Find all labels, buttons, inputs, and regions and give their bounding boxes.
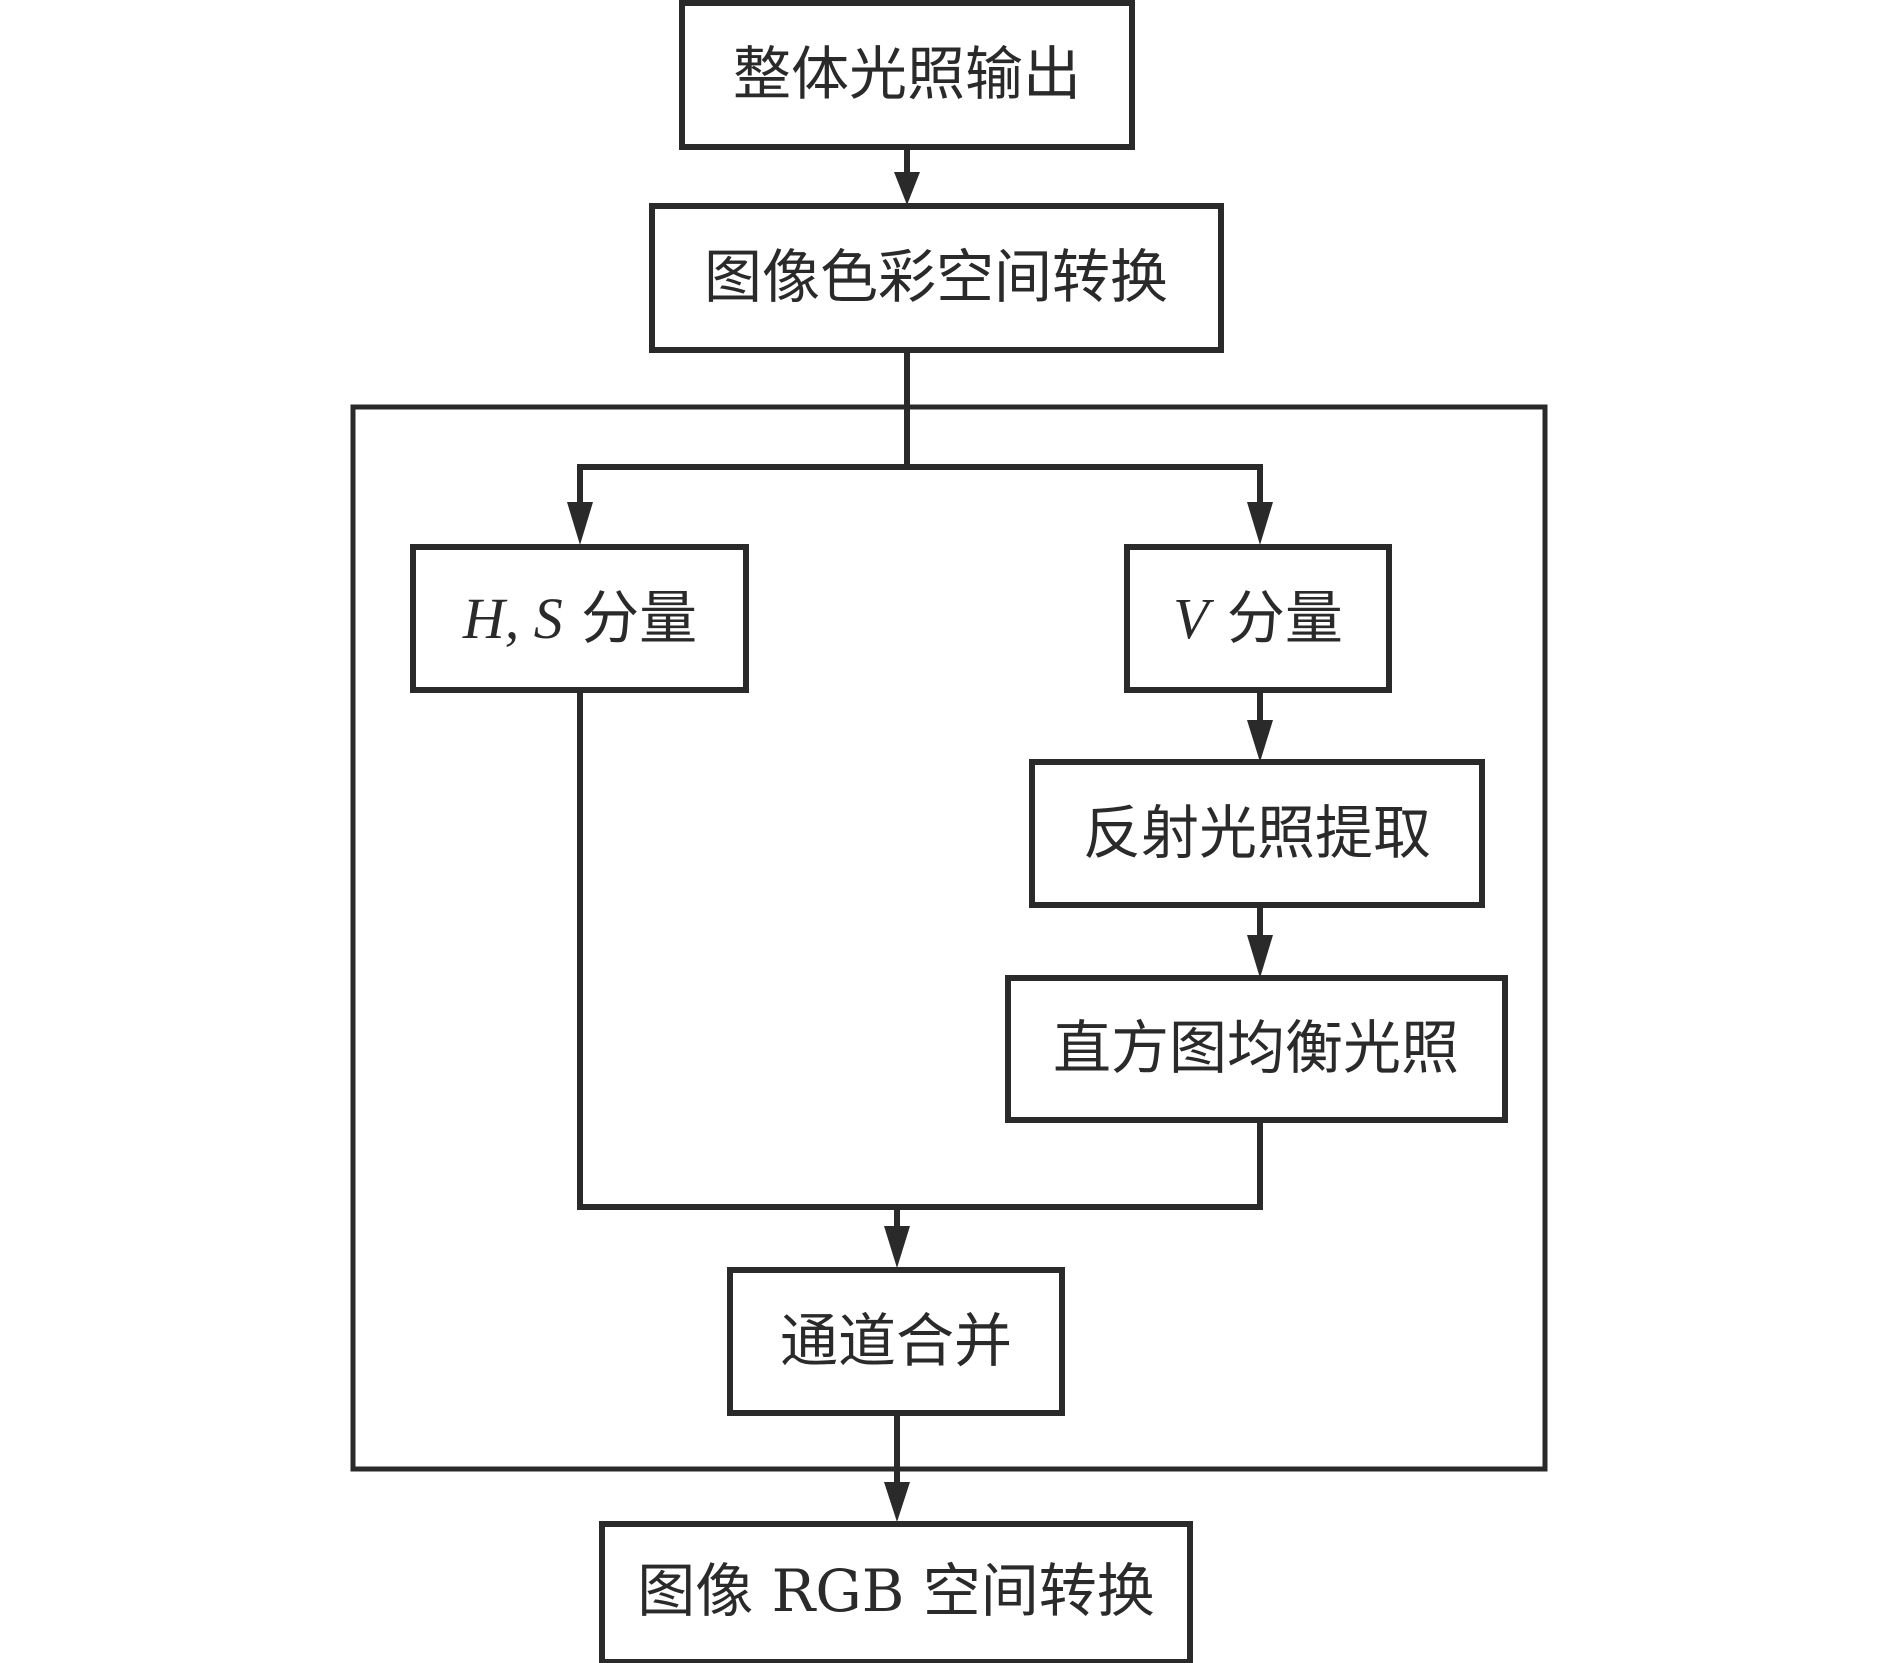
node-label: 图像 RGB 空间转换	[637, 1557, 1155, 1625]
node-channel-merge: 通道合并	[727, 1267, 1065, 1416]
node-label: 反射光照提取	[1083, 799, 1431, 867]
component-text: 分量	[563, 584, 697, 652]
node-label: 图像色彩空间转换	[704, 243, 1168, 311]
arrowhead-reflected	[1247, 720, 1273, 762]
node-label: 整体光照输出	[733, 40, 1081, 108]
arrowhead-rgb	[884, 1482, 910, 1522]
hsv-processing-group-frame	[350, 404, 1548, 1472]
node-histogram-equalized-light: 直方图均衡光照	[1005, 975, 1508, 1123]
edge-hs-histogram-join	[577, 690, 1263, 1210]
arrowhead-v	[1247, 502, 1273, 545]
node-reflected-light-extraction: 反射光照提取	[1029, 759, 1485, 908]
variable-hs: H, S	[462, 586, 563, 651]
node-label: 通道合并	[780, 1307, 1012, 1375]
node-v-component: V 分量	[1124, 544, 1392, 693]
node-overall-light-output: 整体光照输出	[679, 0, 1135, 150]
node-label: 直方图均衡光照	[1053, 1014, 1459, 1082]
component-text: 分量	[1209, 584, 1343, 652]
arrowhead-merge	[884, 1226, 910, 1268]
node-rgb-space-conversion: 图像 RGB 空间转换	[599, 1521, 1193, 1663]
edge-split-hs-v	[577, 464, 1263, 507]
arrowhead-colorspace	[894, 172, 920, 205]
node-color-space-conversion: 图像色彩空间转换	[649, 203, 1224, 353]
arrowhead-hs	[567, 502, 593, 545]
node-hs-component: H, S 分量	[410, 544, 749, 693]
node-label: V 分量	[1173, 584, 1343, 652]
connectors	[567, 147, 1273, 1522]
node-label: H, S 分量	[462, 584, 697, 652]
variable-v: V	[1173, 586, 1215, 651]
arrowhead-histogram	[1247, 935, 1273, 978]
